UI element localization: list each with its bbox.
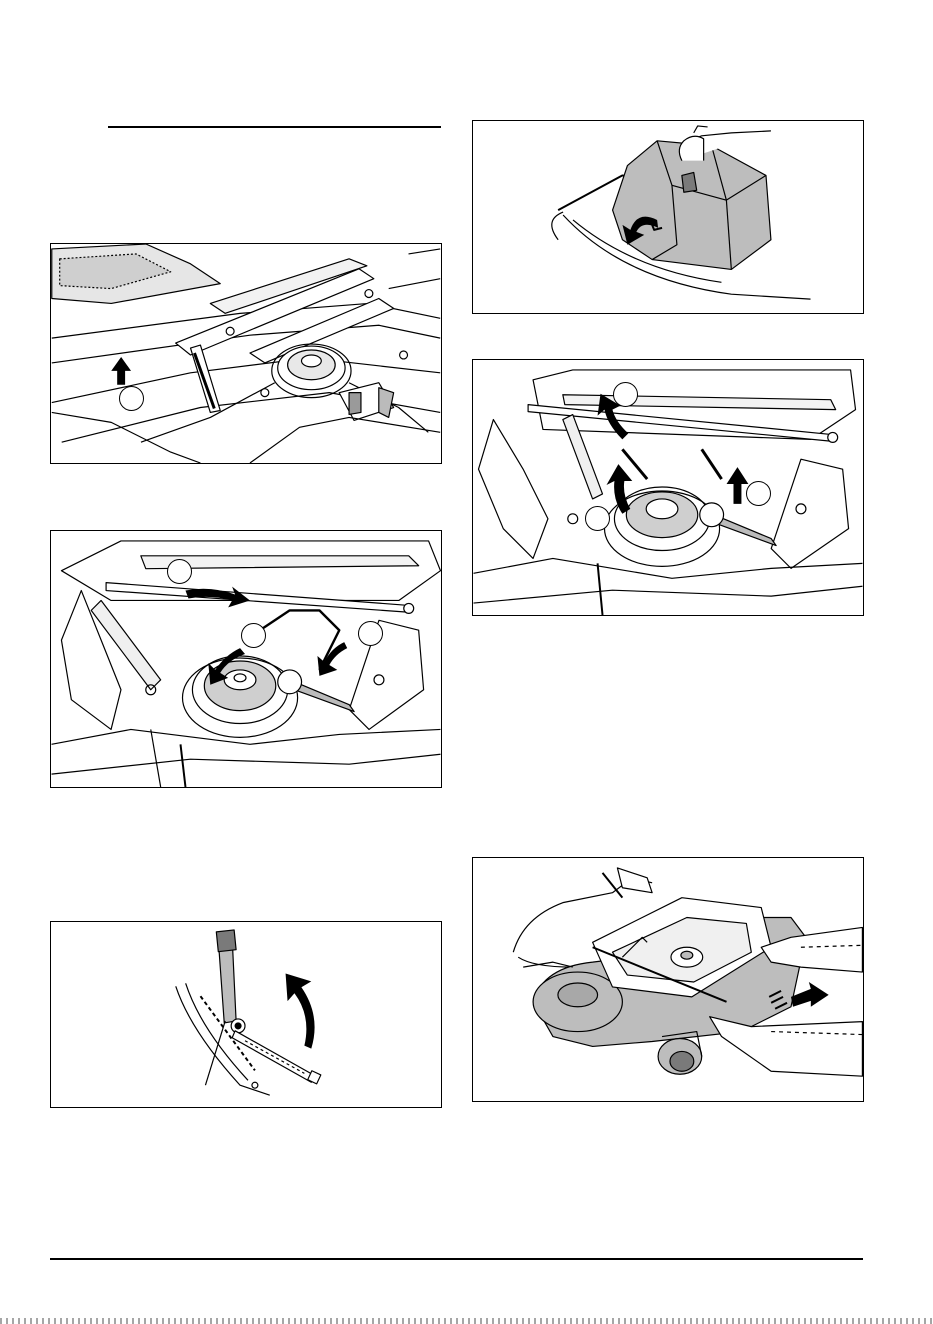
- callout-marker-2: [585, 506, 610, 531]
- figure-belt-release-illustration: [51, 531, 441, 787]
- callout-marker-1: [119, 386, 144, 411]
- arrow-down-left-icon: [317, 642, 347, 676]
- figure-lever-unlock-illustration: [51, 244, 441, 463]
- figure-lever-unlock: [50, 243, 442, 464]
- scan-edge: [0, 1318, 933, 1324]
- callout-marker-2: [241, 623, 266, 648]
- figure-height-lever: [50, 921, 442, 1108]
- callout-marker-1: [167, 559, 192, 584]
- figure-belt-release: [50, 530, 442, 788]
- figure-deck-removal: [472, 857, 864, 1102]
- figure-cover-removal: [472, 120, 864, 314]
- arrow-up-icon: [727, 467, 749, 504]
- figure-belt-install: [472, 359, 864, 616]
- arrow-curved-up-icon: [286, 973, 315, 1048]
- callout-marker-3: [746, 481, 771, 506]
- arrow-up-icon: [606, 464, 632, 514]
- callout-marker-3: [358, 621, 383, 646]
- figure-cover-removal-illustration: [473, 121, 863, 313]
- footer-rule: [50, 1258, 863, 1260]
- figure-height-lever-illustration: [51, 922, 441, 1107]
- figure-deck-removal-illustration: [473, 858, 863, 1101]
- section-header-rule: [108, 126, 441, 128]
- figure-belt-install-illustration: [473, 360, 863, 615]
- callout-marker-1: [613, 382, 638, 407]
- arrow-up-icon: [111, 357, 131, 385]
